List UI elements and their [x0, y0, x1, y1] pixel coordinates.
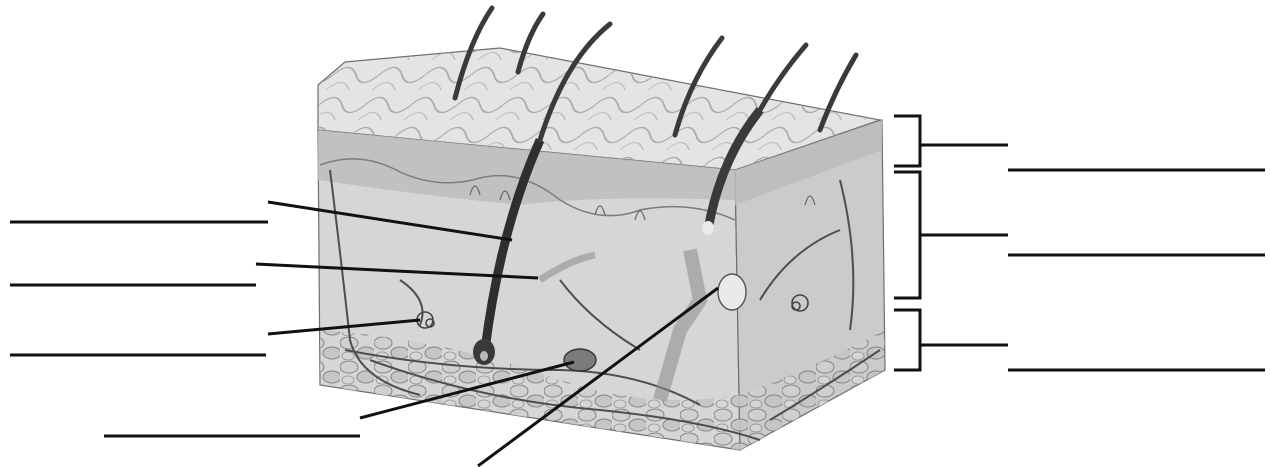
bracket-dermis: [894, 172, 920, 298]
right-label-blanks: [1008, 170, 1265, 370]
bracket-hypodermis: [894, 310, 920, 370]
bracket-epidermis: [894, 116, 920, 166]
right-brackets: [894, 116, 1008, 370]
